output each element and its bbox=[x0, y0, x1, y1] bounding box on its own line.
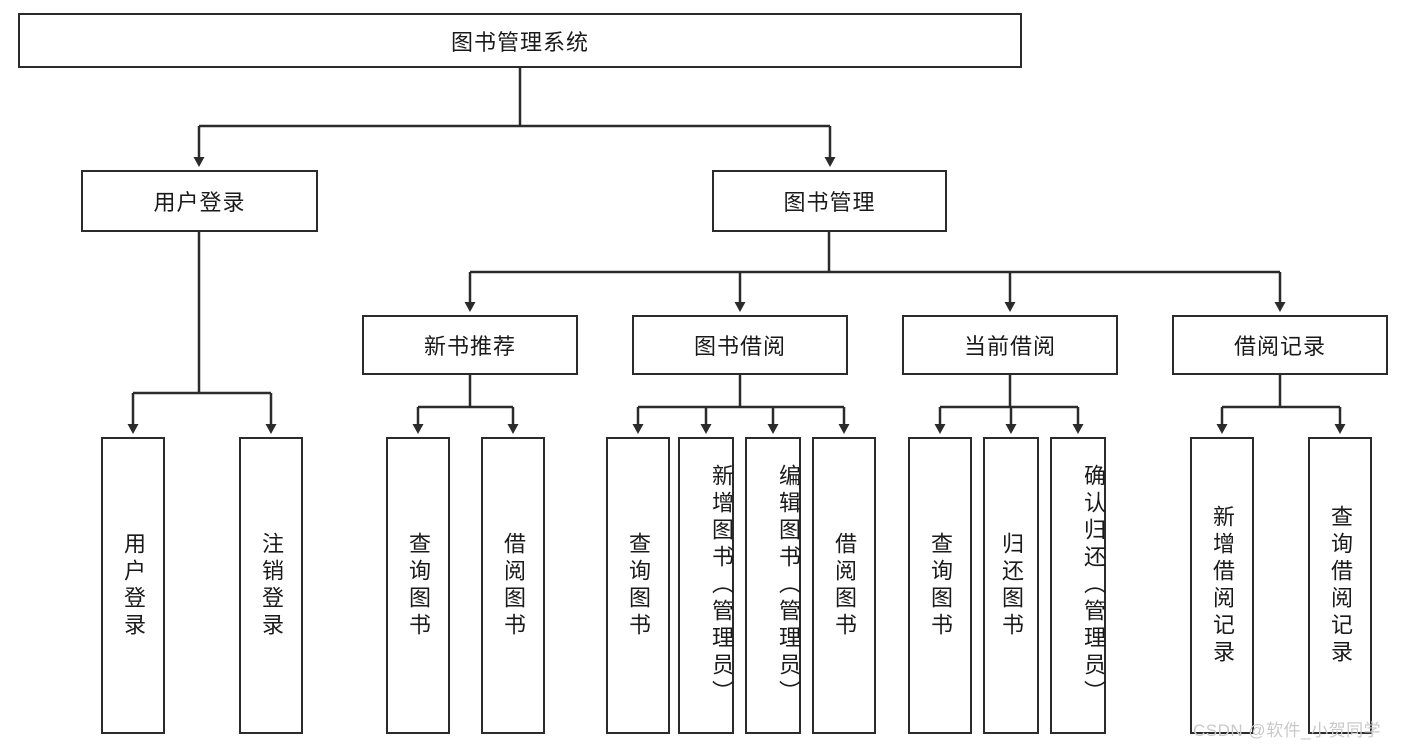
node-leaf-query-book-1[interactable]: 查询图书 bbox=[386, 437, 450, 734]
node-leaf-return-book[interactable]: 归还图书 bbox=[983, 437, 1039, 734]
node-root-label: 图书管理系统 bbox=[450, 29, 589, 55]
node-new-book-rec-label: 新书推荐 bbox=[423, 334, 516, 359]
node-leaf-edit-book[interactable]: 编辑图书（管理员） bbox=[745, 437, 801, 734]
node-leaf-confirm-return[interactable]: 确认归还（管理员） bbox=[1050, 437, 1106, 734]
node-leaf-borrow-book-1-label: 借阅图书 bbox=[501, 531, 526, 640]
node-borrow-record-label: 借阅记录 bbox=[1233, 334, 1326, 359]
node-current-borrow[interactable]: 当前借阅 bbox=[902, 315, 1118, 375]
node-leaf-add-record[interactable]: 新增借阅记录 bbox=[1190, 437, 1254, 734]
node-user-login[interactable]: 用户登录 bbox=[81, 170, 318, 232]
node-book-borrow[interactable]: 图书借阅 bbox=[632, 315, 848, 375]
node-book-borrow-label: 图书借阅 bbox=[693, 334, 786, 359]
node-leaf-query-book-3[interactable]: 查询图书 bbox=[908, 437, 972, 734]
node-leaf-add-book-label: 新增图书（管理员） bbox=[709, 464, 734, 707]
node-leaf-user-logout-label: 注销登录 bbox=[259, 531, 284, 640]
node-leaf-borrow-book-1[interactable]: 借阅图书 bbox=[481, 437, 545, 734]
node-leaf-user-login-label: 用户登录 bbox=[121, 531, 146, 640]
node-leaf-add-book[interactable]: 新增图书（管理员） bbox=[678, 437, 734, 734]
node-book-manage-label: 图书管理 bbox=[783, 190, 876, 215]
node-book-manage[interactable]: 图书管理 bbox=[712, 170, 947, 232]
node-leaf-query-record-label: 查询借阅记录 bbox=[1328, 504, 1353, 667]
node-leaf-user-login[interactable]: 用户登录 bbox=[101, 437, 165, 734]
node-borrow-record[interactable]: 借阅记录 bbox=[1172, 315, 1388, 375]
node-leaf-confirm-return-label: 确认归还（管理员） bbox=[1081, 464, 1106, 707]
node-leaf-query-book-3-label: 查询图书 bbox=[928, 531, 953, 640]
node-current-borrow-label: 当前借阅 bbox=[963, 334, 1056, 359]
node-leaf-borrow-book-2-label: 借阅图书 bbox=[832, 531, 857, 640]
node-leaf-add-record-label: 新增借阅记录 bbox=[1210, 504, 1235, 667]
node-leaf-query-book-1-label: 查询图书 bbox=[406, 531, 431, 640]
node-user-login-label: 用户登录 bbox=[153, 190, 246, 215]
node-root[interactable]: 图书管理系统 bbox=[18, 13, 1022, 68]
node-leaf-query-book-2-label: 查询图书 bbox=[626, 531, 651, 640]
node-leaf-return-book-label: 归还图书 bbox=[999, 531, 1024, 640]
node-leaf-query-record[interactable]: 查询借阅记录 bbox=[1308, 437, 1372, 734]
watermark: CSDN @软件_小贺同学 bbox=[1193, 721, 1382, 740]
node-leaf-borrow-book-2[interactable]: 借阅图书 bbox=[812, 437, 876, 734]
node-leaf-user-logout[interactable]: 注销登录 bbox=[239, 437, 303, 734]
node-leaf-edit-book-label: 编辑图书（管理员） bbox=[776, 464, 801, 707]
node-leaf-query-book-2[interactable]: 查询图书 bbox=[606, 437, 670, 734]
node-new-book-rec[interactable]: 新书推荐 bbox=[362, 315, 578, 375]
